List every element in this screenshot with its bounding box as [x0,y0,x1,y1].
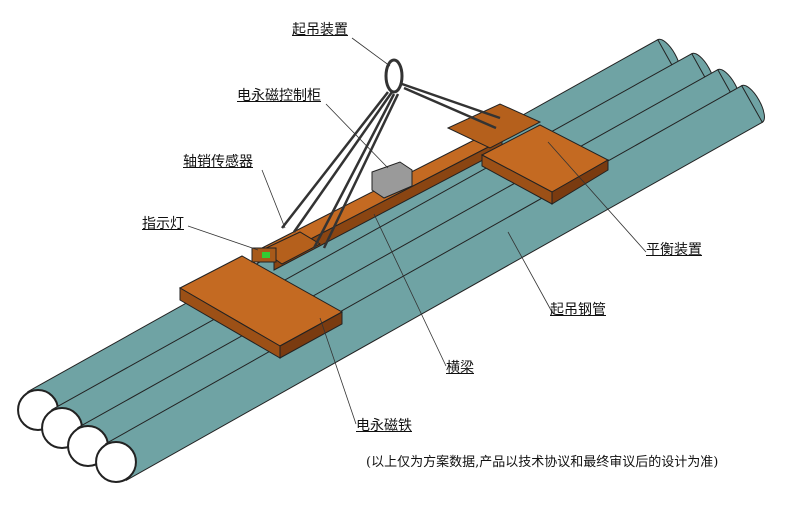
label-electro-permanent-magnet: 电永磁铁 [356,418,412,434]
chains [281,82,501,249]
steel-pipe [95,84,765,483]
label-lifted-pipe: 起吊钢管 [550,302,606,318]
label-control-cabinet: 电永磁控制柜 [237,88,321,104]
steel-pipe [17,38,681,431]
lifting-ring [384,58,404,94]
right-magnet-front [481,154,553,205]
label-pin-sensor: 轴销传感器 [183,154,253,170]
left-magnet-side [279,311,343,359]
label-indicator-light: 指示灯 [142,216,184,232]
label-lifting-device: 起吊装置 [292,22,348,38]
leader-lines [187,37,647,425]
steel-pipe [67,68,741,467]
pipe-open-end [95,441,137,483]
label-crossbeam: 横梁 [446,360,474,376]
label-balance-device: 平衡装置 [646,242,702,258]
footnote: (以上仅为方案数据,产品以技术协议和最终审议后的设计为准) [366,455,719,470]
indicator-green [262,252,270,258]
control-cabinet [371,161,413,199]
